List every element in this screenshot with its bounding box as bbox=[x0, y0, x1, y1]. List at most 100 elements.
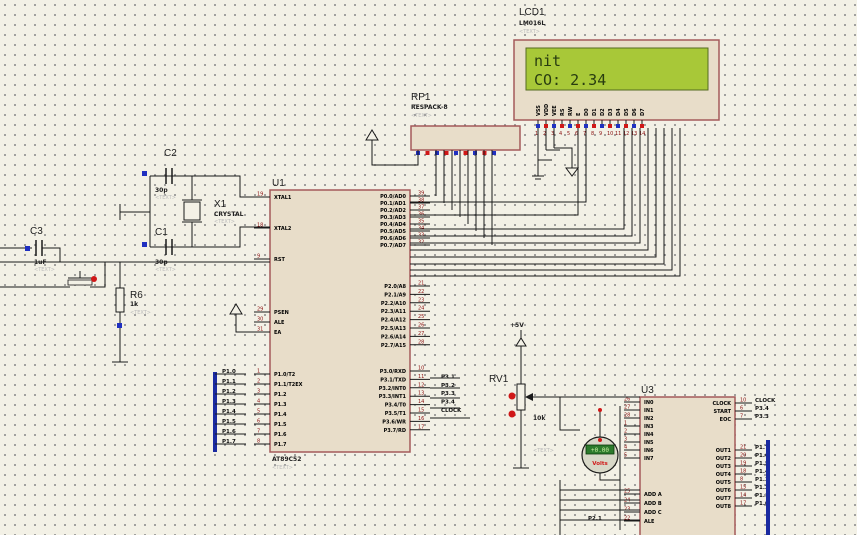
u1-pin-number: 22 bbox=[418, 289, 424, 295]
rp1-pin[interactable] bbox=[425, 151, 430, 155]
u3-pin-number: 21 bbox=[740, 445, 746, 451]
lcd-pin-name: D4 bbox=[616, 108, 622, 116]
lcd-pin[interactable]: D29 bbox=[599, 108, 606, 137]
rp1[interactable]: RP1 RESPACK-8 <TEXT> bbox=[410, 92, 521, 155]
u3-pin-name: OUT1 bbox=[716, 448, 732, 454]
u1-pin-name: P3.5/T1 bbox=[385, 411, 407, 417]
lcd-pin-number: 14 bbox=[639, 131, 645, 137]
u3-pin-number: 6 bbox=[740, 406, 743, 412]
rp1-pin[interactable] bbox=[492, 151, 496, 155]
lcd-pin[interactable]: E6 bbox=[575, 112, 582, 137]
lcd-pin[interactable]: RS4 bbox=[559, 108, 566, 137]
rp1-pin[interactable] bbox=[473, 151, 477, 155]
u1-pins: XTAL119XTAL218RST9PSEN29ALE30EA31P1.0/T2… bbox=[222, 191, 462, 449]
u1-mcu[interactable]: U1 AT89C52 <TEXT> XTAL119XTAL218RST9PSEN… bbox=[222, 178, 462, 471]
lcd1-pins: VSS1VDD2VEE3RS4RW5E6D07D18D29D310D411D51… bbox=[535, 104, 646, 137]
u3-adc[interactable]: U3 IN026IN127IN228IN31IN42IN53IN64IN75AD… bbox=[588, 385, 776, 535]
lcd-pin[interactable]: D18 bbox=[591, 108, 598, 137]
voltmeter[interactable]: +0.00 Volts bbox=[581, 408, 619, 474]
lcd-pin-number: 2 bbox=[543, 131, 546, 137]
u1-pin-name: P3.7/RD bbox=[384, 428, 406, 434]
net-label: P1.6 bbox=[222, 429, 236, 435]
lcd-pin[interactable]: RW5 bbox=[567, 106, 574, 137]
rp1-pin[interactable] bbox=[435, 151, 439, 155]
u3-pin-number: 1 bbox=[624, 421, 627, 427]
u1-pin-name: EA bbox=[274, 330, 281, 336]
lcd-pin-name: D5 bbox=[624, 108, 630, 116]
u1-pin-name: P0.6/AD6 bbox=[380, 236, 406, 242]
rv1[interactable]: RV1 10k +5V <TEXT> bbox=[489, 322, 554, 454]
u3-pin-number: 14 bbox=[740, 493, 746, 499]
lcd-pin[interactable]: D07 bbox=[583, 108, 590, 137]
u3-pin[interactable]: ADD A25 bbox=[624, 489, 662, 499]
rp1-pin[interactable] bbox=[454, 151, 458, 155]
u3-pin-number: 28 bbox=[624, 413, 630, 419]
rp1-pin[interactable] bbox=[444, 151, 449, 155]
lcd1[interactable]: nit CO: 2.34 LCD1 LM016L <TEXT> VSS1VDD2… bbox=[513, 7, 720, 137]
net-label: P1.4 bbox=[222, 409, 236, 415]
rp1-pin[interactable] bbox=[463, 151, 468, 155]
